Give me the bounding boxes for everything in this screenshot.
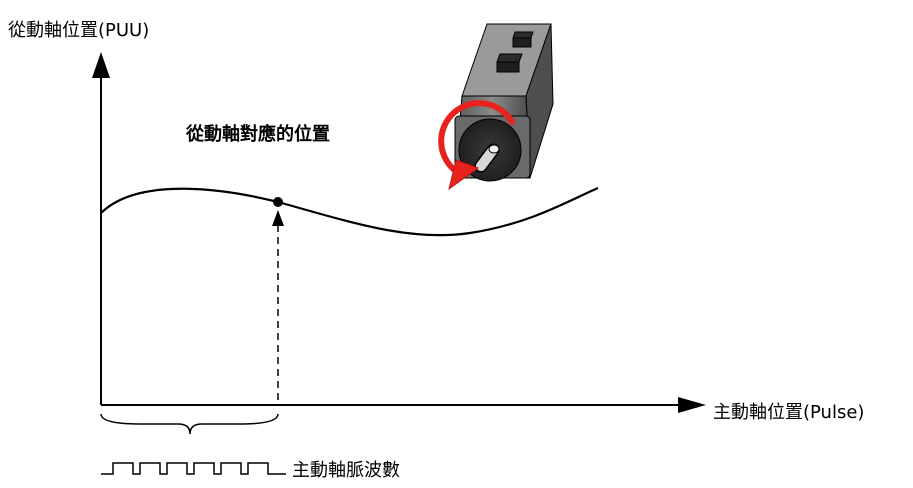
slave-position-annotation: 從動軸對應的位置 [186, 124, 330, 145]
curve-point [273, 197, 283, 207]
y-axis [92, 52, 110, 405]
x-axis [101, 397, 706, 413]
pulse-count-label: 主動軸脈波數 [292, 460, 400, 481]
rotation-arrow-icon [438, 100, 515, 191]
position-curve [100, 186, 599, 237]
pulse-train-icon [101, 462, 286, 475]
projection-line [272, 210, 284, 400]
y-axis-arrow-icon [92, 52, 110, 78]
projection-arrow-icon [272, 210, 284, 226]
pulse-range-brace [100, 413, 279, 435]
x-axis-arrow-icon [678, 397, 706, 413]
y-axis-label: 從動軸位置(PUU) [8, 20, 150, 41]
x-axis-label: 主動軸位置(Pulse) [713, 402, 865, 423]
